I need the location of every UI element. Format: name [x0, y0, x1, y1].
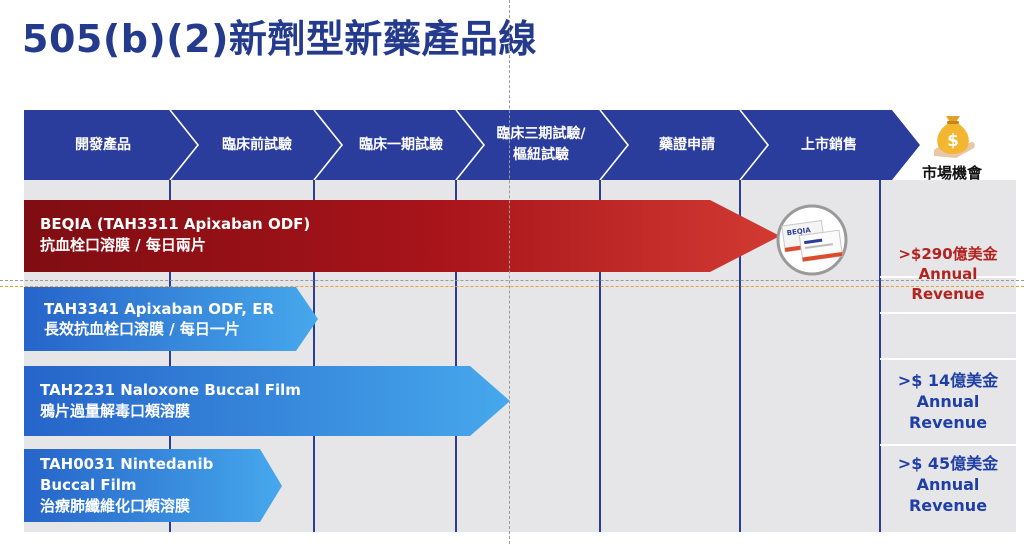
product-tah2231-name: TAH2231 Naloxone Buccal Film: [40, 381, 301, 399]
product-beqia-desc: 抗血栓口溶膜 / 每日兩片: [40, 236, 206, 254]
revenue-separator: [880, 444, 1016, 446]
stage-divider: [313, 180, 315, 532]
revenue-annual: Annual: [916, 392, 980, 411]
revenue-amount: >$290億美金: [898, 245, 998, 263]
revenue-annual: Annual: [916, 475, 980, 494]
stage-label-phase3: 臨床三期試驗/ 樞紐試驗: [496, 126, 586, 163]
beqia-product-image: BEQIA: [776, 204, 848, 276]
stage-chevron-bar: [24, 110, 920, 181]
revenue-label: Revenue: [908, 496, 988, 515]
revenue-tah2231: >$ 14億美金 Annual Revenue: [880, 370, 1016, 433]
stage-label-preclinical: 臨床前試驗: [222, 136, 292, 153]
stage-divider: [599, 180, 601, 532]
product-arrow-tah3341: [24, 287, 318, 351]
product-tah2231-desc: 鴉片過量解毒口頰溶膜: [40, 402, 191, 420]
money-bag-icon: $: [934, 116, 975, 158]
product-tah0031-desc: 治療肺纖維化口頰溶膜: [40, 497, 191, 515]
stage-divider: [455, 180, 457, 532]
market-opportunity-label: 市場機會: [921, 164, 982, 182]
page-title: 505(b)(2)新劑型新藥產品線: [22, 17, 537, 61]
revenue-separator: [880, 312, 1016, 314]
product-tah3341-desc: 長效抗血栓口溶膜 / 每日一片: [44, 320, 240, 338]
revenue-beqia: >$290億美金 Annual Revenue: [880, 244, 1016, 304]
stage-label-development: 開發產品: [75, 136, 131, 153]
product-beqia-name: BEQIA (TAH3311 Apixaban ODF): [40, 215, 311, 233]
revenue-amount: >$ 14億美金: [897, 371, 999, 390]
stage-divider: [879, 180, 881, 532]
stage-label-launch: 上市銷售: [801, 136, 857, 153]
product-arrow-tah0031: [24, 449, 282, 522]
product-arrow-beqia: [24, 200, 780, 272]
revenue-tah0031: >$ 45億美金 Annual Revenue: [880, 453, 1016, 516]
product-tah3341-name: TAH3341 Apixaban ODF, ER: [44, 300, 275, 318]
revenue-separator: [880, 276, 1016, 278]
revenue-label: Revenue: [911, 285, 985, 303]
guide-line: [0, 286, 1024, 287]
guide-line: [509, 0, 510, 544]
product-arrow-tah2231: [24, 366, 510, 436]
guide-line: [0, 280, 1024, 281]
svg-text:$: $: [947, 131, 959, 151]
stage-label-nda: 藥證申請: [659, 136, 715, 153]
stage-divider: [169, 180, 171, 532]
product-tah0031-name-cont: Buccal Film: [40, 476, 137, 494]
revenue-separator: [880, 358, 1016, 360]
stage-divider: [739, 180, 741, 532]
stage-label-phase1: 臨床一期試驗: [359, 136, 443, 153]
revenue-amount: >$ 45億美金: [897, 454, 999, 473]
revenue-label: Revenue: [908, 413, 988, 432]
product-tah0031-name: TAH0031 Nintedanib: [40, 455, 214, 473]
product-brand-label: BEQIA: [786, 226, 812, 237]
revenue-annual: Annual: [918, 265, 978, 283]
